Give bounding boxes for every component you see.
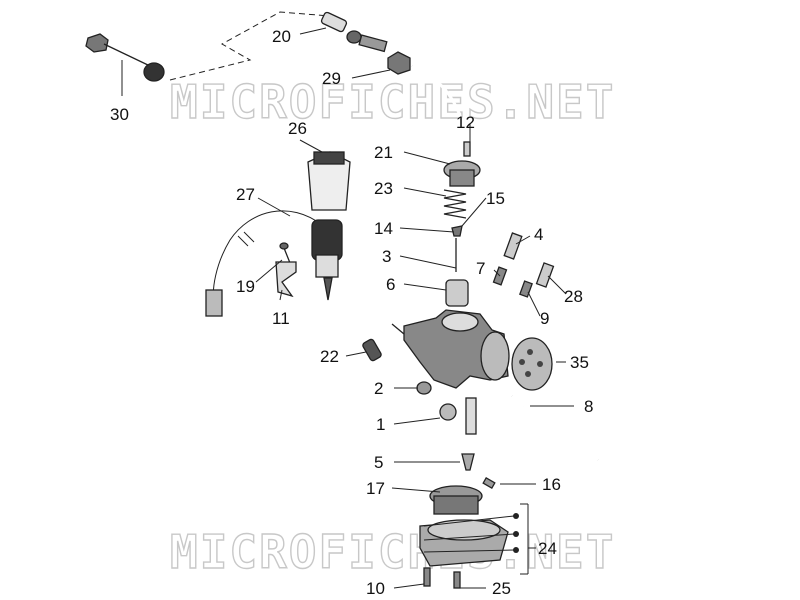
- callout-23: 23: [374, 179, 393, 198]
- callout-20: 20: [272, 27, 291, 46]
- part-20-sleeve: [320, 11, 388, 53]
- callout-28: 28: [564, 287, 583, 306]
- part-22-plug: [362, 338, 382, 362]
- part-27-electric-choke: [205, 210, 343, 317]
- callout-29: 29: [322, 69, 341, 88]
- callout-9: 9: [540, 309, 549, 328]
- carburetor-body: [391, 309, 510, 389]
- callout-7: 7: [476, 259, 485, 278]
- callout-27: 27: [236, 185, 255, 204]
- callout-19: 19: [236, 277, 255, 296]
- callout-30: 30: [110, 105, 129, 124]
- callout-22: 22: [320, 347, 339, 366]
- callout-10: 10: [366, 579, 385, 598]
- watermark-bottom: MICROFICHES.NET: [170, 525, 615, 579]
- callout-16: 16: [542, 475, 561, 494]
- callout-labels: 30 20 29 12 21 23 15 14 3 6 4 7 28 9 26 …: [110, 27, 593, 598]
- callout-2: 2: [374, 379, 383, 398]
- callout-21: 21: [374, 143, 393, 162]
- callout-24: 24: [538, 539, 557, 558]
- float-bowl-assembly: [419, 477, 519, 589]
- part-29-nut-cable: [387, 51, 470, 151]
- part-30-bolt: [85, 33, 165, 82]
- adjust-screws: [492, 232, 555, 298]
- callout-14: 14: [374, 219, 393, 238]
- callout-5: 5: [374, 453, 383, 472]
- callout-1: 1: [376, 415, 385, 434]
- callout-12: 12: [456, 113, 475, 132]
- choke-cable-assembly: [85, 11, 470, 151]
- part-35-disc: [511, 337, 553, 391]
- jets: [416, 381, 477, 471]
- part-19-screw-and-11-clip: [275, 242, 297, 298]
- callout-4: 4: [534, 225, 543, 244]
- callout-8: 8: [584, 397, 593, 416]
- callout-17: 17: [366, 479, 385, 498]
- callout-35: 35: [570, 353, 589, 372]
- callout-3: 3: [382, 247, 391, 266]
- callout-15: 15: [486, 189, 505, 208]
- watermark-top: MICROFICHES.NET: [170, 75, 615, 129]
- callout-25: 25: [492, 579, 511, 598]
- callout-11: 11: [272, 309, 290, 328]
- part-6-slide: [445, 279, 469, 307]
- part-26-cover: [307, 151, 351, 211]
- top-slide-assembly: [443, 141, 481, 272]
- callout-26: 26: [288, 119, 307, 138]
- callout-6: 6: [386, 275, 395, 294]
- leader-lines: [121, 27, 574, 589]
